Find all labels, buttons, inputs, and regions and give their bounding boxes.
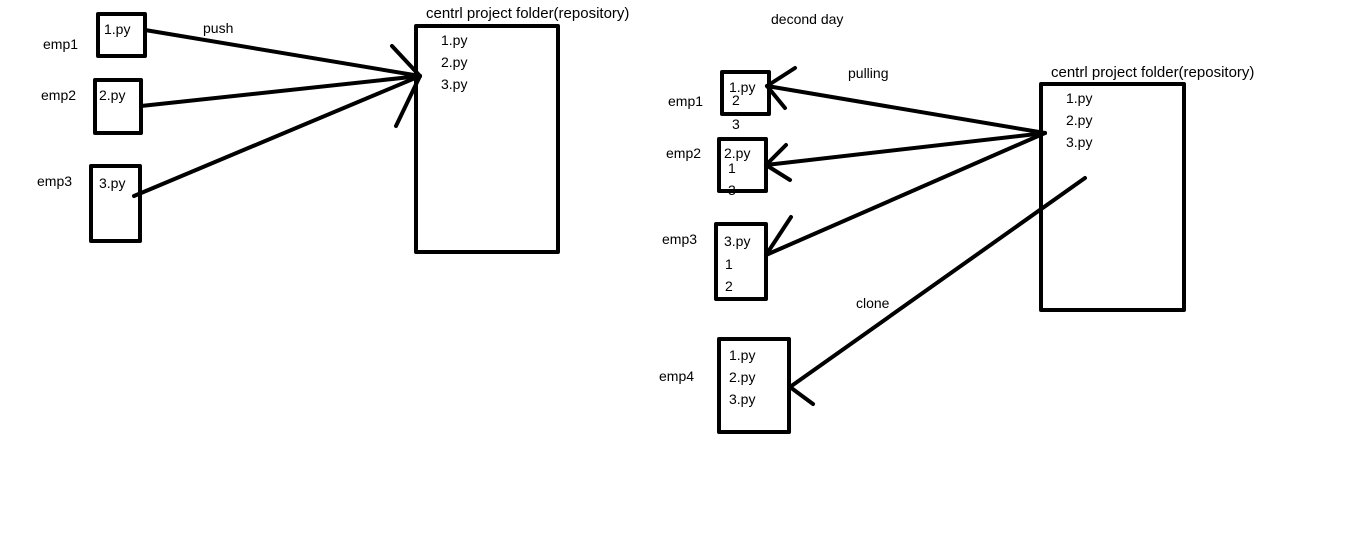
left-emp3-file: 3.py	[99, 175, 126, 191]
right-repo-file-3: 3.py	[1066, 134, 1093, 150]
right-emp1-file-3: 3	[732, 116, 740, 132]
right-repository-box	[1039, 82, 1186, 312]
right-arrowhead-emp2-a	[764, 143, 788, 167]
right-day-title: decond day	[771, 11, 844, 27]
right-emp3-file-3: 2	[725, 278, 733, 294]
right-emp3-box	[714, 222, 768, 301]
right-emp3-file-1: 3.py	[724, 233, 751, 249]
left-push-label: push	[203, 20, 234, 36]
right-emp4-label: emp4	[659, 368, 695, 384]
right-emp1-file-2: 2	[732, 92, 740, 108]
right-repository-title: centrl project folder(repository)	[1051, 64, 1255, 81]
right-pull-arrow-emp1	[765, 84, 1047, 135]
right-repo-file-2: 2.py	[1066, 112, 1093, 128]
left-emp1-file: 1.py	[104, 21, 131, 37]
right-repo-file-1: 1.py	[1066, 90, 1093, 106]
left-arrowhead-upper	[390, 44, 422, 78]
right-emp4-file-2: 2.py	[729, 369, 756, 385]
right-emp1-box	[720, 70, 771, 116]
right-arrowhead-emp2-b	[764, 163, 792, 182]
right-emp4-file-1: 1.py	[729, 347, 756, 363]
left-emp2-label: emp2	[41, 87, 77, 103]
right-clone-label: clone	[856, 295, 890, 311]
right-emp2-file-1: 2.py	[724, 145, 751, 161]
right-arrowhead-emp1-b	[765, 84, 787, 110]
right-pull-arrow-emp2	[764, 131, 1047, 167]
left-emp1-label: emp1	[43, 36, 79, 52]
left-emp3-box	[89, 164, 142, 243]
right-emp2-label: emp2	[666, 145, 702, 161]
left-repository-title: centrl project folder(repository)	[426, 5, 630, 22]
right-pull-arrow-emp3	[764, 131, 1047, 257]
right-emp2-file-2: 1	[728, 160, 736, 176]
left-push-arrow-emp1	[143, 28, 422, 78]
left-emp3-label: emp3	[37, 173, 73, 189]
left-push-arrow-emp3	[132, 74, 422, 198]
right-emp4-file-3: 3.py	[729, 391, 756, 407]
left-repo-file-1: 1.py	[441, 32, 468, 48]
left-arrowhead-lower	[394, 74, 422, 128]
right-emp1-label: emp1	[668, 93, 704, 109]
left-emp1-box	[96, 12, 147, 58]
left-push-arrow-emp2	[139, 74, 422, 108]
right-arrowhead-emp1-a	[765, 66, 797, 88]
left-repository-box	[414, 24, 560, 254]
left-repo-file-3: 3.py	[441, 76, 468, 92]
right-emp3-file-2: 1	[725, 256, 733, 272]
right-emp3-label: emp3	[662, 231, 698, 247]
right-clone-arrow	[788, 176, 1087, 389]
right-arrowhead-emp3	[764, 215, 793, 257]
right-emp2-file-3: 3	[728, 182, 736, 198]
right-emp1-file-1: 1.py	[729, 79, 756, 95]
left-emp2-file: 2.py	[99, 87, 126, 103]
left-repo-file-2: 2.py	[441, 54, 468, 70]
right-clone-arrowhead	[788, 385, 815, 406]
right-pull-label: pulling	[848, 65, 889, 81]
